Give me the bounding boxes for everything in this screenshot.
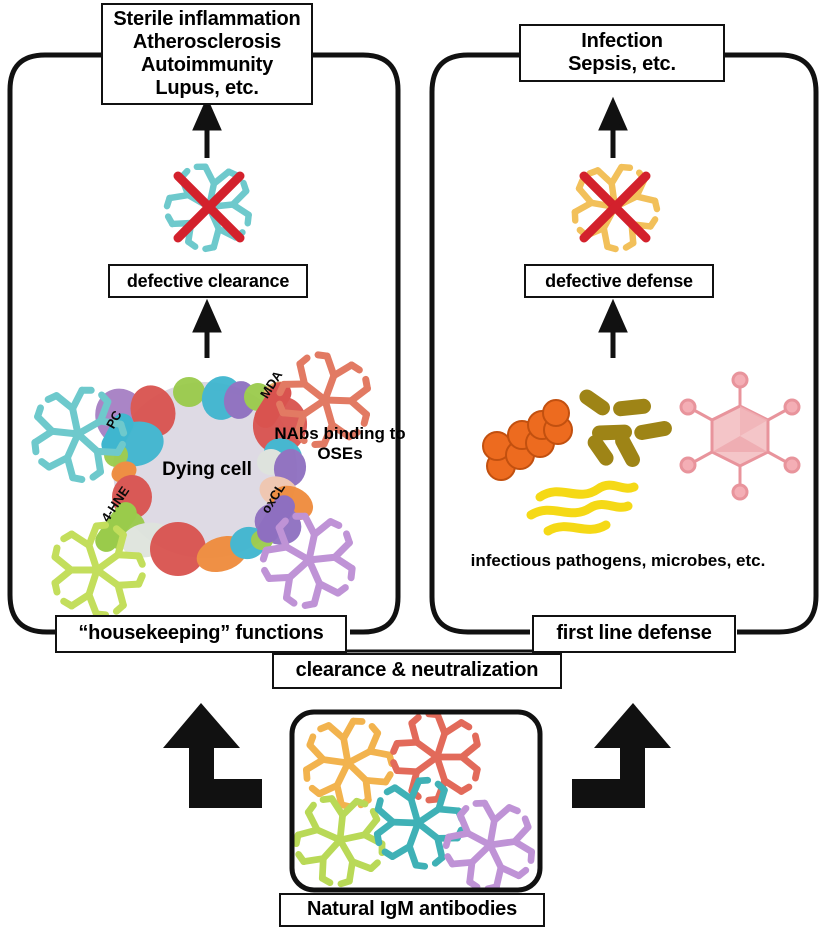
spirochete-icon: [526, 480, 639, 536]
outcome-line: Sterile inflammation: [113, 7, 301, 30]
outcome-line: Lupus, etc.: [155, 77, 259, 100]
nabs-binding-line: NAbs binding to: [274, 424, 406, 443]
housekeeping-functions-box: “housekeeping” functions: [55, 615, 347, 653]
arrow-head: [598, 298, 628, 333]
elbow-arrow-up-right-icon: [572, 703, 671, 808]
pathogen-illustration: [482, 371, 801, 536]
defective-clearance-box: defective clearance: [108, 264, 308, 298]
elbow-arrow-up-left-icon: [163, 703, 262, 808]
defective-defense-box: defective defense: [524, 264, 714, 298]
natural-igm-antibodies-box: Natural IgM antibodies: [279, 893, 545, 927]
cocci-chain-icon: [482, 399, 573, 481]
arrow-head: [192, 298, 222, 333]
clearance-neutralization-box: clearance & neutralization: [272, 653, 562, 689]
outcome-box-left: Sterile inflammation Atherosclerosis Aut…: [101, 3, 313, 105]
free-igm-group: [291, 705, 542, 897]
nabs-binding-label: NAbs binding to OSEs: [272, 424, 408, 463]
bacteriophage-icon: [679, 371, 801, 501]
igm-pentamer-icon: [297, 716, 400, 816]
igm-pentamer-icon: [291, 795, 389, 889]
arrow-head: [598, 96, 628, 131]
pathogens-caption: infectious pathogens, microbes, etc.: [470, 551, 766, 570]
crossed-out-igm-icon: [158, 160, 259, 258]
nabs-binding-line: OSEs: [317, 443, 363, 463]
left-panel-frame: [7, 52, 401, 635]
crossed-out-igm-icon: [567, 163, 664, 256]
dying-cell-illustration: [95, 376, 314, 576]
igm-pentamer-icon: [380, 705, 492, 814]
outcome-line: Autoimmunity: [140, 54, 274, 76]
bacilli-rods-icon: [579, 389, 672, 468]
outcome-line: Sepsis, etc.: [568, 53, 676, 75]
outcome-box-right: Infection Sepsis, etc.: [519, 24, 725, 82]
first-line-defense-box: first line defense: [532, 615, 736, 653]
arrow-head: [192, 96, 222, 131]
outcome-line: Atherosclerosis: [132, 30, 282, 53]
outcome-line: Infection: [581, 29, 663, 52]
dying-cell-label: Dying cell: [162, 459, 252, 480]
right-panel-frame: [429, 52, 819, 635]
igm-source-frame: [289, 709, 543, 893]
vertical-arrow-group: [192, 96, 628, 358]
